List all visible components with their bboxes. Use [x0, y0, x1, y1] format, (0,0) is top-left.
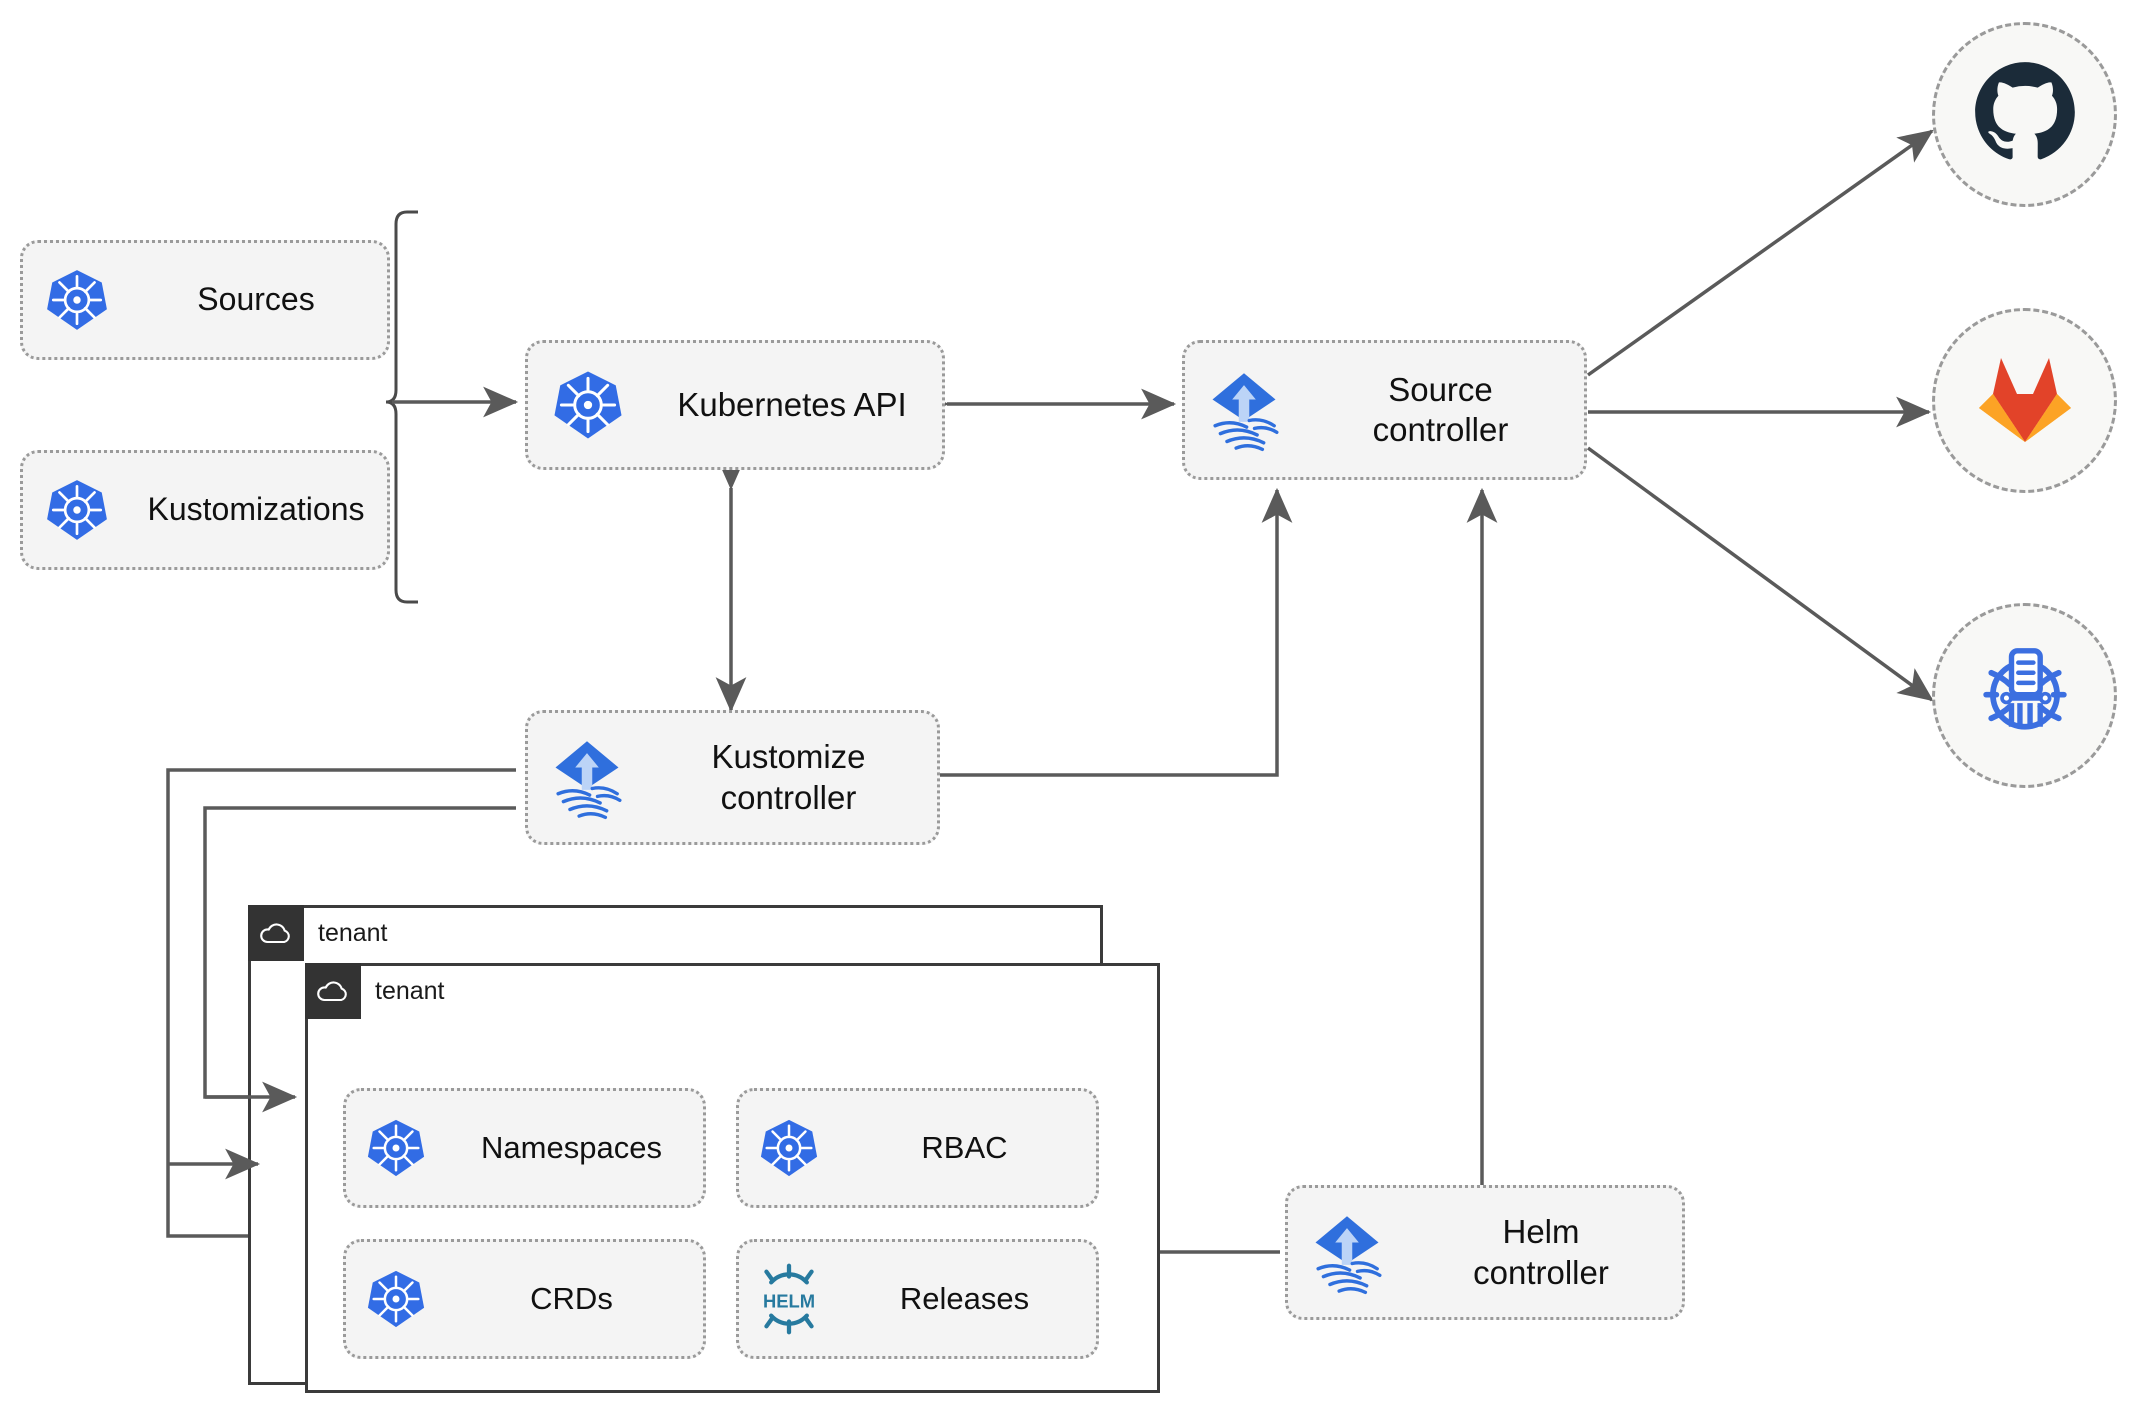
node-namespaces[interactable]: Namespaces [343, 1088, 706, 1208]
flux-icon [1185, 368, 1303, 452]
flux-icon [528, 736, 646, 820]
kubernetes-icon [23, 267, 131, 333]
kubernetes-icon [528, 368, 648, 442]
kubernetes-icon [346, 1268, 446, 1330]
kubernetes-icon [739, 1117, 839, 1179]
node-label: Namespaces [481, 1130, 662, 1166]
kubernetes-icon [346, 1117, 446, 1179]
node-kubernetes-api[interactable]: Kubernetes API [525, 340, 945, 470]
node-label: Kubernetes API [677, 385, 907, 423]
tenant-label: tenant [375, 976, 445, 1005]
svg-text:HELM: HELM [763, 1290, 815, 1311]
helm-repository-icon [1971, 639, 2079, 752]
node-source-controller[interactable]: Source controller [1182, 340, 1587, 480]
edge-source-to-github [1586, 129, 1934, 377]
node-sources[interactable]: Sources [20, 240, 390, 360]
endpoint-gitlab[interactable] [1932, 308, 2117, 493]
node-label: Helm controller [1473, 1213, 1609, 1291]
cloud-icon [248, 905, 304, 961]
node-label: Kustomizations [147, 491, 365, 528]
node-label: Releases [899, 1281, 1030, 1317]
node-releases[interactable]: HELM Releases [736, 1239, 1099, 1359]
node-label: Kustomize controller [711, 738, 866, 816]
node-helm-controller[interactable]: Helm controller [1285, 1185, 1685, 1320]
node-rbac[interactable]: RBAC [736, 1088, 1099, 1208]
node-crds[interactable]: CRDs [343, 1239, 706, 1359]
flux-icon [1288, 1211, 1406, 1295]
gitlab-icon [1975, 350, 2075, 451]
node-label: Source controller [1372, 370, 1509, 448]
edge-source-to-bucket [1586, 446, 1934, 702]
node-label: CRDs [530, 1281, 613, 1317]
tenant-tab: tenant [305, 963, 445, 1019]
endpoint-github[interactable] [1932, 22, 2117, 207]
helm-icon: HELM [739, 1261, 839, 1337]
endpoint-bucket[interactable] [1932, 603, 2117, 788]
grouping-brace [385, 210, 418, 604]
node-label: RBAC [921, 1130, 1008, 1166]
github-icon [1973, 60, 2077, 169]
tenant-label: tenant [318, 918, 388, 947]
tenant-inner[interactable]: tenant Namespaces [305, 963, 1160, 1393]
node-label: Sources [197, 281, 315, 318]
kubernetes-icon [23, 477, 131, 543]
tenant-tab: tenant [248, 905, 388, 961]
node-kustomizations[interactable]: Kustomizations [20, 450, 390, 570]
cloud-icon [305, 963, 361, 1019]
node-kustomize-controller[interactable]: Kustomize controller [525, 710, 940, 845]
edge-kustomize-to-source-controller [938, 487, 1293, 777]
